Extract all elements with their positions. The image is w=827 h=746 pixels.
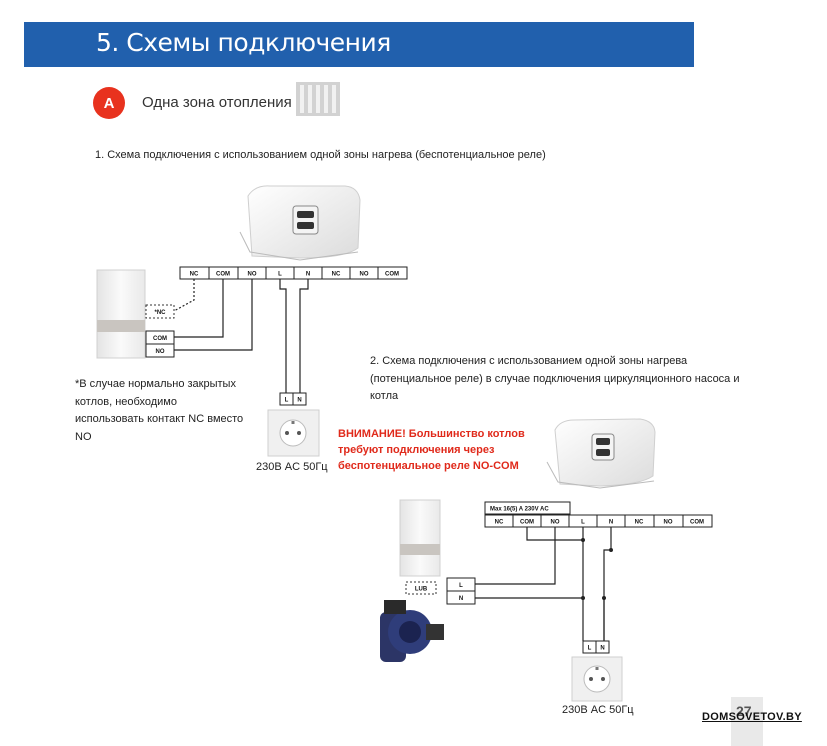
socket1-term-l: L	[285, 398, 289, 404]
d1-term-no: NO	[248, 272, 257, 278]
section-badge: A	[93, 87, 125, 119]
receiver-device-2	[546, 418, 656, 489]
socket2-term-n: N	[600, 646, 604, 652]
boiler-term-com: COM	[153, 336, 167, 342]
d1-term-l: L	[278, 272, 282, 278]
pump-terminals: L N	[446, 577, 476, 605]
terminal-strip-1: NC COM NO L N NC NO COM	[179, 266, 408, 280]
radiator-icon	[296, 82, 340, 116]
d1-term-com: COM	[216, 272, 230, 278]
d2-term-n: N	[609, 520, 613, 526]
page-number-box: 27	[731, 697, 763, 746]
wires-1	[173, 279, 309, 393]
boiler-term-nc: *NC	[154, 310, 166, 316]
socket-1: L N	[267, 392, 320, 457]
watermark[interactable]: DOMSOVETOV.BY	[702, 711, 802, 723]
boiler-term-no: NO	[156, 349, 165, 355]
d2-term-com: COM	[520, 520, 534, 526]
diagram2-voltage: 230В AC 50Гц	[562, 704, 634, 716]
boiler-2: LUB	[399, 499, 441, 595]
boiler-1	[96, 269, 146, 359]
d2-term-l: L	[581, 520, 585, 526]
d1-term-no2: NO	[360, 272, 369, 278]
d1-term-nc: NC	[190, 272, 199, 278]
socket1-term-n: N	[297, 398, 301, 404]
page-header: 5. Схемы подключения	[24, 22, 694, 67]
terminal-strip-2: Max 16(5) A 230V AC NC COM NO L N NC NO …	[484, 501, 713, 528]
diagram1-title: 1. Схема подключения с использованием од…	[95, 149, 546, 161]
d2-term-nc: NC	[495, 520, 504, 526]
d2-term-no2: NO	[664, 520, 673, 526]
d2-term-no: NO	[551, 520, 560, 526]
socket2-term-l: L	[588, 646, 592, 652]
d1-term-nc2: NC	[332, 272, 341, 278]
pump-icon	[380, 600, 444, 662]
d2-term-com2: COM	[690, 520, 704, 526]
d1-term-com2: COM	[385, 272, 399, 278]
pump-term-l: L	[459, 583, 463, 589]
warning-text: ВНИМАНИЕ! Большинство котлов требуют под…	[338, 428, 525, 472]
page-number: 27	[736, 703, 752, 719]
boiler-box-label: LUB	[415, 587, 428, 593]
socket-2: L N	[571, 640, 623, 702]
d1-term-n: N	[306, 272, 310, 278]
pump-term-n: N	[459, 596, 463, 602]
boiler-terminals-1: *NC COM NO	[145, 304, 175, 358]
diagram2-title: 2. Схема подключения с использованием од…	[370, 355, 740, 403]
junction-dots	[581, 538, 613, 600]
wires-2	[475, 527, 612, 641]
d2-term-nc2: NC	[635, 520, 644, 526]
rating-label: Max 16(5) A 230V AC	[490, 507, 549, 513]
diagram1-note: *В случае нормально закрытых котлов, нео…	[75, 378, 244, 443]
section-label: Одна зона отопления	[142, 94, 292, 111]
diagram1-voltage: 230В AC 50Гц	[256, 461, 328, 473]
page-title: 5. Схемы подключения	[96, 28, 391, 57]
receiver-device-1	[239, 185, 361, 261]
